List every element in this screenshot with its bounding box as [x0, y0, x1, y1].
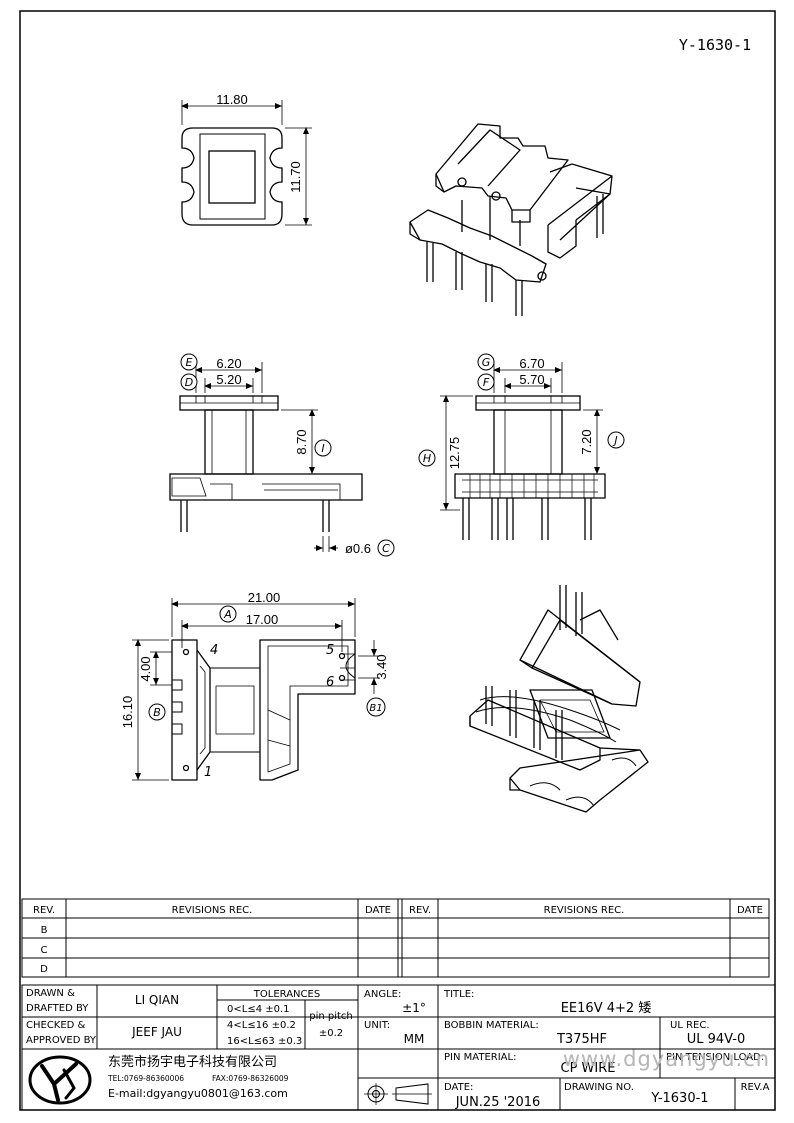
title-value: EE16V 4+2 矮	[561, 1001, 652, 1016]
pin-label-5: 5	[326, 643, 334, 658]
tolerance-range-1: 0<L≤4 ±0.1	[227, 1004, 290, 1015]
drawing-no-value: Y-1630-1	[650, 1091, 708, 1106]
dim-i: 8.70	[294, 429, 309, 454]
tolerances-label: TOLERANCES	[253, 989, 320, 1000]
svg-text:A: A	[223, 608, 232, 621]
projection-symbol-icon	[364, 1083, 432, 1105]
dim-overall: 21.00	[248, 590, 281, 605]
date-header-right: DATE	[737, 905, 763, 916]
dim-c: ø0.6	[345, 541, 371, 556]
rev-row-c: C	[41, 945, 48, 956]
pin-label-6: 6	[326, 675, 334, 690]
drawn-label-2: DRAFTED BY	[26, 1003, 89, 1014]
title-block	[21, 984, 776, 1111]
svg-text:H: H	[423, 452, 431, 465]
tolerance-range-2: 4<L≤16 ±0.2	[227, 1020, 296, 1031]
callout-h: H	[418, 449, 436, 467]
callout-e: E	[180, 353, 198, 371]
svg-text:D: D	[185, 376, 193, 389]
revisions-header-left: REVISIONS REC.	[172, 905, 253, 916]
pin-tension-label: PIN TENSION LOAD:	[666, 1052, 764, 1063]
date-value: JUN.25 '2016	[455, 1095, 541, 1110]
bobbin-material-label: BOBBIN MATERIAL:	[444, 1020, 539, 1031]
dim-d: 5.20	[216, 372, 241, 387]
svg-text:B1: B1	[369, 703, 382, 714]
bobbin-material-value: T375HF	[556, 1032, 607, 1047]
bottom-view	[132, 598, 380, 781]
angle-value: ±1°	[402, 1001, 426, 1015]
svg-text:I: I	[321, 442, 324, 455]
svg-text:F: F	[483, 376, 490, 389]
drawing-no-label: DRAWING NO.	[564, 1082, 634, 1093]
front-view	[169, 362, 363, 552]
top-view	[181, 100, 312, 226]
pin-pitch-value: ±0.2	[319, 1028, 343, 1039]
dim-b-total: 16.10	[120, 696, 135, 729]
rev-row-b: B	[41, 925, 48, 936]
checked-by: JEEF JAU	[131, 1025, 182, 1039]
dim-b-pitch: 4.00	[138, 656, 153, 681]
dim-b1: 3.40	[374, 654, 389, 679]
rev-row-d: D	[40, 964, 48, 975]
company-logo-icon	[28, 1055, 92, 1105]
revisions-header-right: REVISIONS REC.	[544, 905, 625, 916]
company-name: 东莞市扬宇电子科技有限公司	[108, 1054, 277, 1070]
svg-text:J: J	[612, 434, 617, 447]
callout-i: I	[314, 439, 332, 457]
svg-text:E: E	[186, 356, 193, 369]
dim-a: 17.00	[246, 612, 279, 627]
dim-j: 7.20	[579, 429, 594, 454]
company-tel: TEL:0769-86360006	[107, 1074, 184, 1083]
date-header-left: DATE	[365, 905, 391, 916]
svg-text:G: G	[482, 356, 491, 369]
callout-j: J	[607, 431, 625, 449]
unit-label: UNIT:	[364, 1020, 390, 1031]
dim-g: 6.70	[519, 356, 544, 371]
drawn-by: LI QIAN	[135, 993, 179, 1007]
title-label: TITLE:	[443, 989, 474, 1000]
watermark: www.dgyangyu.cn	[563, 1047, 770, 1071]
date-label: DATE:	[444, 1082, 473, 1093]
rev-letter: REV.A	[741, 1082, 770, 1093]
iso-view-upper	[409, 123, 613, 316]
rev-header-left: REV.	[33, 905, 55, 916]
pin-material-value: CP WIRE	[561, 1061, 616, 1076]
callout-d: D	[180, 373, 198, 391]
side-view	[440, 362, 606, 540]
callout-b1: B1	[366, 697, 386, 717]
pin-label-4: 4	[210, 643, 218, 658]
dim-h: 12.75	[447, 437, 462, 470]
dim-top-height: 11.70	[288, 161, 303, 193]
callout-f: F	[477, 373, 495, 391]
tolerance-range-3: 16<L≤63 ±0.3	[227, 1036, 302, 1047]
unit-value: MM	[404, 1032, 425, 1046]
drawing-number-top: Y-1630-1	[679, 36, 751, 54]
ul-rec-label: UL REC.	[670, 1020, 710, 1031]
svg-text:C: C	[382, 542, 390, 555]
ul-rec-value: UL 94V-0	[687, 1032, 746, 1047]
dim-f: 5.70	[519, 372, 544, 387]
checked-label-1: CHECKED &	[26, 1020, 86, 1031]
callout-b: B	[148, 703, 166, 721]
pin-pitch-label: pin pitch	[309, 1011, 353, 1022]
checked-label-2: APPROVED BY	[26, 1035, 97, 1046]
dim-e: 6.20	[216, 356, 241, 371]
rev-header-right: REV.	[409, 905, 431, 916]
svg-text:B: B	[153, 706, 161, 719]
drawn-label-1: DRAWN &	[26, 988, 75, 999]
callout-g: G	[477, 353, 495, 371]
revisions-table	[21, 898, 770, 978]
callout-c: C	[377, 539, 395, 557]
company-email: E-mail:dgyangyu0801@163.com	[108, 1087, 288, 1100]
iso-view-lower	[469, 585, 649, 813]
dim-top-width: 11.80	[216, 92, 248, 107]
pin-material-label: PIN MATERIAL:	[444, 1052, 516, 1063]
pin-label-1: 1	[204, 765, 212, 780]
company-fax: FAX:0769-86326009	[212, 1074, 289, 1083]
angle-label: ANGLE:	[364, 989, 401, 1000]
callout-a: A	[219, 605, 237, 623]
